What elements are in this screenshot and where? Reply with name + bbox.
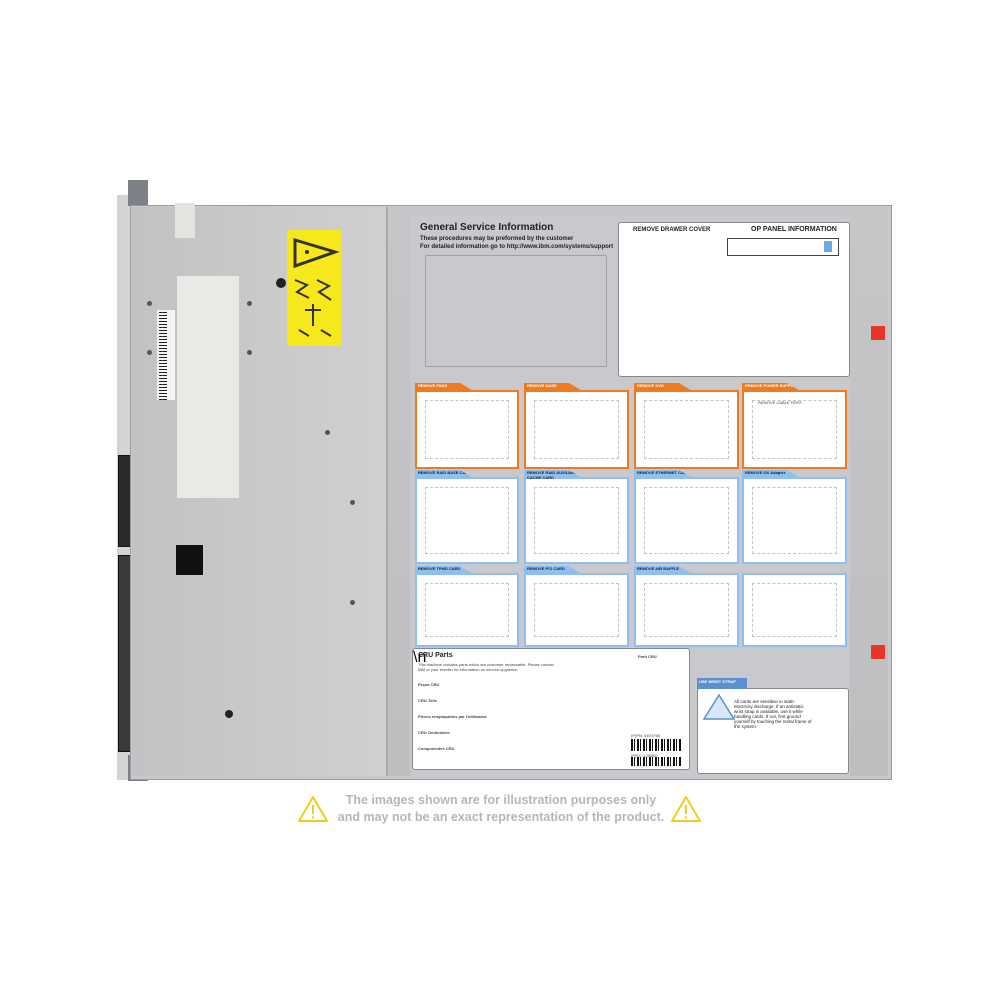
- procedure-illustration: [425, 400, 509, 459]
- procedure-card-label: REMOVE TPMD CARD: [415, 566, 475, 575]
- procedure-card: REMOVE AIR BAFFLE: [634, 566, 739, 647]
- ec-barcode: [631, 757, 681, 766]
- procedure-illustration: [425, 583, 509, 637]
- procedure-illustration: [425, 487, 509, 554]
- black-label: [176, 545, 203, 575]
- procedure-card: REMOVE DASD: [524, 383, 629, 469]
- screw: [147, 301, 152, 306]
- weight-warning-label: [287, 230, 341, 346]
- procedure-card: REMOVE RAID BASE CARD: [415, 470, 519, 564]
- procedure-card: [742, 573, 847, 647]
- cru-section: CRU Onderdelen: [418, 730, 451, 735]
- procedure-card: REMOVE POWER SUPPLY REMOVE CABLE FIRST: [742, 383, 847, 469]
- release-tab[interactable]: [871, 645, 885, 659]
- part-number: (P)PN: 44V3760: [631, 733, 661, 738]
- small-label: [175, 203, 195, 238]
- screw: [147, 350, 152, 355]
- procedure-illustration: [752, 487, 837, 554]
- esd-warning-icon: [702, 693, 736, 720]
- cru-intro: This machine contains parts which are cu…: [418, 662, 554, 672]
- procedure-card-label: REMOVE POWER SUPPLY: [742, 383, 802, 392]
- remove-drawer-cover-heading: REMOVE DRAWER COVER: [633, 227, 711, 233]
- procedure-illustration: [534, 487, 619, 554]
- service-label-title: General Service Information: [420, 222, 554, 233]
- wrist-strap-text: All cards are sensitive to static electr…: [734, 699, 812, 729]
- ec-number: (P)EC: L35800: [631, 753, 658, 758]
- procedure-card-label: REMOVE FANS: [415, 383, 475, 392]
- procedure-card: REMOVE ETHERNET CARD: [634, 470, 739, 564]
- screw: [350, 600, 355, 605]
- procedure-illustration: [534, 400, 619, 459]
- screw: [247, 301, 252, 306]
- cru-right-title: Partí CRU: [638, 654, 657, 659]
- procedure-card-label: REMOVE PCI CARD: [524, 566, 584, 575]
- wrist-strap-tab: USE WRIST STRAP: [697, 678, 747, 689]
- procedure-card-label: REMOVE DVD: [634, 383, 694, 392]
- power-supply-note: REMOVE CABLE FIRST: [758, 400, 803, 405]
- procedure-card: REMOVE TPMD CARD: [415, 566, 519, 647]
- procedure-card: REMOVE DVD: [634, 383, 739, 469]
- warning-triangle-icon: [298, 796, 328, 822]
- chassis-hole: [276, 278, 286, 288]
- procedure-illustration: [644, 400, 729, 459]
- disclaimer-line: and may not be an exact representation o…: [337, 810, 665, 824]
- lift-warning-icon: [293, 237, 340, 337]
- op-panel-diagram: [727, 238, 839, 256]
- cru-section: Peças CRU: [418, 682, 440, 687]
- part-number-barcode: [631, 739, 681, 751]
- rack-ear-top: [128, 180, 148, 206]
- procedure-card-label: REMOVE ETHERNET CARD: [634, 470, 694, 479]
- serial-barcode-label: [157, 310, 175, 400]
- server-illustration: [425, 255, 607, 367]
- procedure-card: REMOVE PCI CARD: [524, 566, 629, 647]
- procedure-illustration: [534, 583, 619, 637]
- cru-section: Pièces remplaçables par l'utilisateur: [418, 714, 487, 719]
- procedure-card-label: REMOVE AIR BAFFLE: [634, 566, 694, 575]
- chassis-hole: [225, 710, 233, 718]
- release-tab[interactable]: [871, 326, 885, 340]
- cru-section: Componentes CRU: [418, 746, 455, 751]
- cru-section: CRU-Teile: [418, 698, 437, 703]
- procedure-card: REMOVE GX Adapter: [742, 470, 847, 564]
- drawer-cover-box: REMOVE DRAWER COVER OP PANEL INFORMATION: [618, 222, 850, 377]
- compliance-label: [177, 276, 239, 498]
- subtitle-line: These procedures may be preformed by the…: [420, 236, 574, 242]
- disclaimer: The images shown are for illustration pu…: [336, 792, 666, 826]
- procedure-illustration: [752, 583, 837, 637]
- op-panel-heading: OP PANEL INFORMATION: [751, 226, 837, 233]
- procedure-illustration: [752, 400, 837, 459]
- procedure-card: REMOVE RAID AUXILIARY CACHE CARD: [524, 470, 629, 564]
- disclaimer-line: The images shown are for illustration pu…: [345, 793, 657, 807]
- screw: [350, 500, 355, 505]
- procedure-card: REMOVE FANS: [415, 383, 519, 469]
- procedure-card-label: REMOVE RAID BASE CARD: [415, 470, 475, 479]
- screw: [325, 430, 330, 435]
- screw: [247, 350, 252, 355]
- left-top-cover: [132, 207, 388, 776]
- procedure-card-label: REMOVE DASD: [524, 383, 584, 392]
- warning-triangle-icon: [671, 796, 701, 822]
- cru-title: CRU Parts: [418, 652, 453, 659]
- procedure-illustration: [644, 487, 729, 554]
- cru-sections: Peças CRU CRU-Teile Pièces remplaçables …: [418, 677, 558, 757]
- service-label-subtitle: These procedures may be preformed by the…: [420, 235, 613, 251]
- cru-parts-box: CRU Parts This machine contains parts wh…: [412, 648, 690, 770]
- wrist-strap-box: USE WRIST STRAP All cards are sensitive …: [697, 678, 849, 774]
- procedure-illustration: [644, 583, 729, 637]
- support-url: For detailed information go to http://ww…: [420, 244, 614, 250]
- procedure-card-label: REMOVE RAID AUXILIARY CACHE CARD: [524, 470, 584, 479]
- procedure-card-label: REMOVE GX Adapter: [742, 470, 802, 479]
